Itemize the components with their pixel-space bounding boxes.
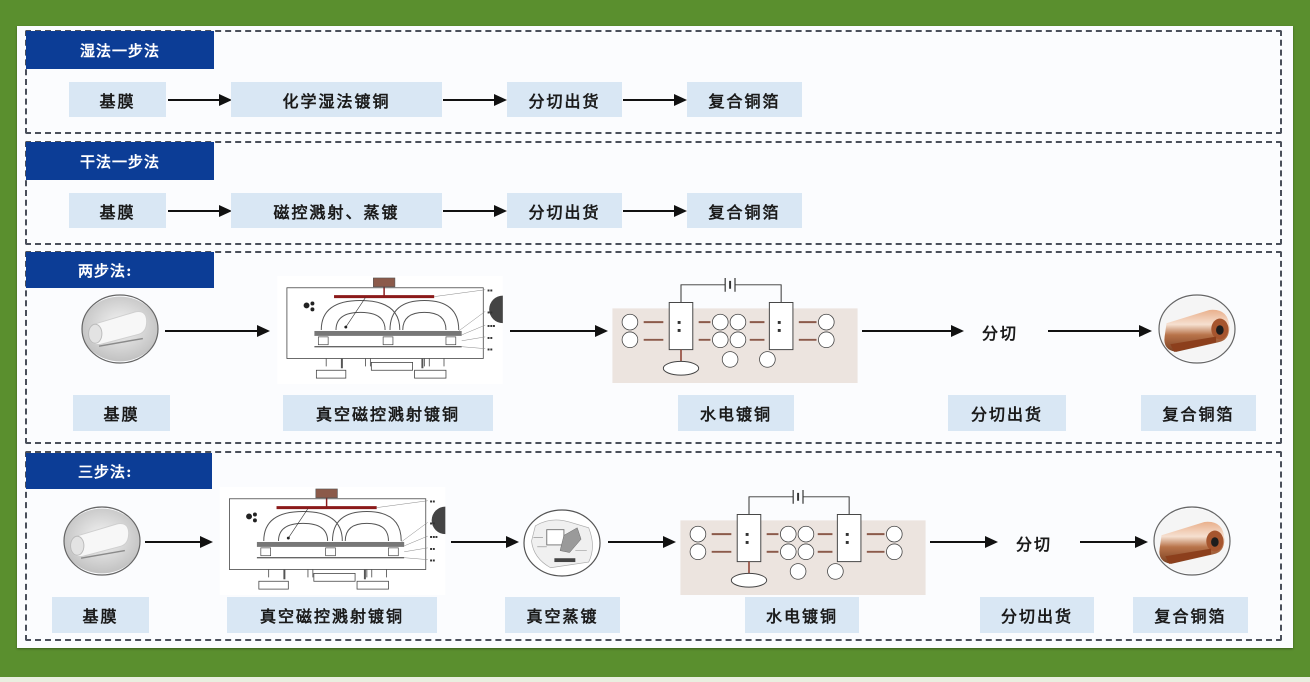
step-vacuum-magnetron-sputtering: 真空磁控溅射镀铜 (227, 597, 437, 633)
arrow (168, 205, 232, 217)
step-composite-copper-foil: 复合铜箔 (687, 82, 802, 117)
arrow (168, 94, 232, 106)
step-sputtering-evaporation: 磁控溅射、蒸镀 (231, 193, 442, 228)
step-base-film: 基膜 (69, 193, 166, 228)
electroplating-diagram (610, 275, 860, 383)
step-base-film: 基膜 (52, 597, 149, 633)
arrow (608, 536, 676, 548)
step-slitting-shipping: 分切出货 (948, 395, 1066, 431)
section-three-step (25, 451, 1282, 641)
step-water-electroplating: 水电镀铜 (678, 395, 794, 431)
magnetron-sputtering-diagram (215, 487, 450, 595)
step-slitting-shipping: 分切出货 (507, 82, 622, 117)
arrow (1048, 325, 1152, 337)
arrow (443, 205, 507, 217)
step-base-film: 基膜 (69, 82, 166, 117)
step-vacuum-magnetron-sputtering: 真空磁控溅射镀铜 (283, 395, 493, 431)
step-vacuum-evaporation: 真空蒸镀 (505, 597, 620, 633)
section-title-three-step: 三步法: (26, 453, 212, 489)
step-composite-copper-foil: 复合铜箔 (687, 193, 802, 228)
electroplating-diagram (678, 487, 928, 595)
bottom-strip (0, 677, 1310, 682)
copper-foil-roll-icon (1158, 294, 1236, 364)
section-title-two-step: 两步法: (26, 252, 214, 288)
arrow (451, 536, 519, 548)
step-base-film: 基膜 (73, 395, 170, 431)
film-roll-icon (80, 294, 160, 364)
arrow (165, 325, 270, 337)
arrow (623, 205, 687, 217)
step-composite-copper-foil: 复合铜箔 (1141, 395, 1256, 431)
section-title-dry-one-step: 干法一步法 (26, 142, 214, 180)
step-slitting-shipping: 分切出货 (507, 193, 622, 228)
step-water-electroplating: 水电镀铜 (745, 597, 859, 633)
arrow (623, 94, 687, 106)
arrow (145, 536, 213, 548)
film-roll-icon (62, 506, 142, 576)
arrow (443, 94, 507, 106)
arrow (510, 325, 608, 337)
vacuum-evaporation-diagram (523, 509, 601, 577)
step-slitting-shipping: 分切出货 (980, 597, 1094, 633)
arrow (1080, 536, 1148, 548)
step-chemical-wet-plating: 化学湿法镀铜 (231, 82, 442, 117)
section-two-step (25, 251, 1282, 444)
slitting-label: 分切 (982, 324, 1019, 343)
section-title-wet-one-step: 湿法一步法 (26, 31, 214, 69)
section-dry-one-step (25, 141, 1282, 245)
arrow (862, 325, 964, 337)
section-wet-one-step (25, 30, 1282, 134)
slitting-label: 分切 (1016, 535, 1053, 554)
copper-foil-roll-icon (1153, 506, 1231, 576)
step-composite-copper-foil: 复合铜箔 (1133, 597, 1248, 633)
magnetron-sputtering-diagram (270, 276, 510, 384)
arrow (930, 536, 998, 548)
